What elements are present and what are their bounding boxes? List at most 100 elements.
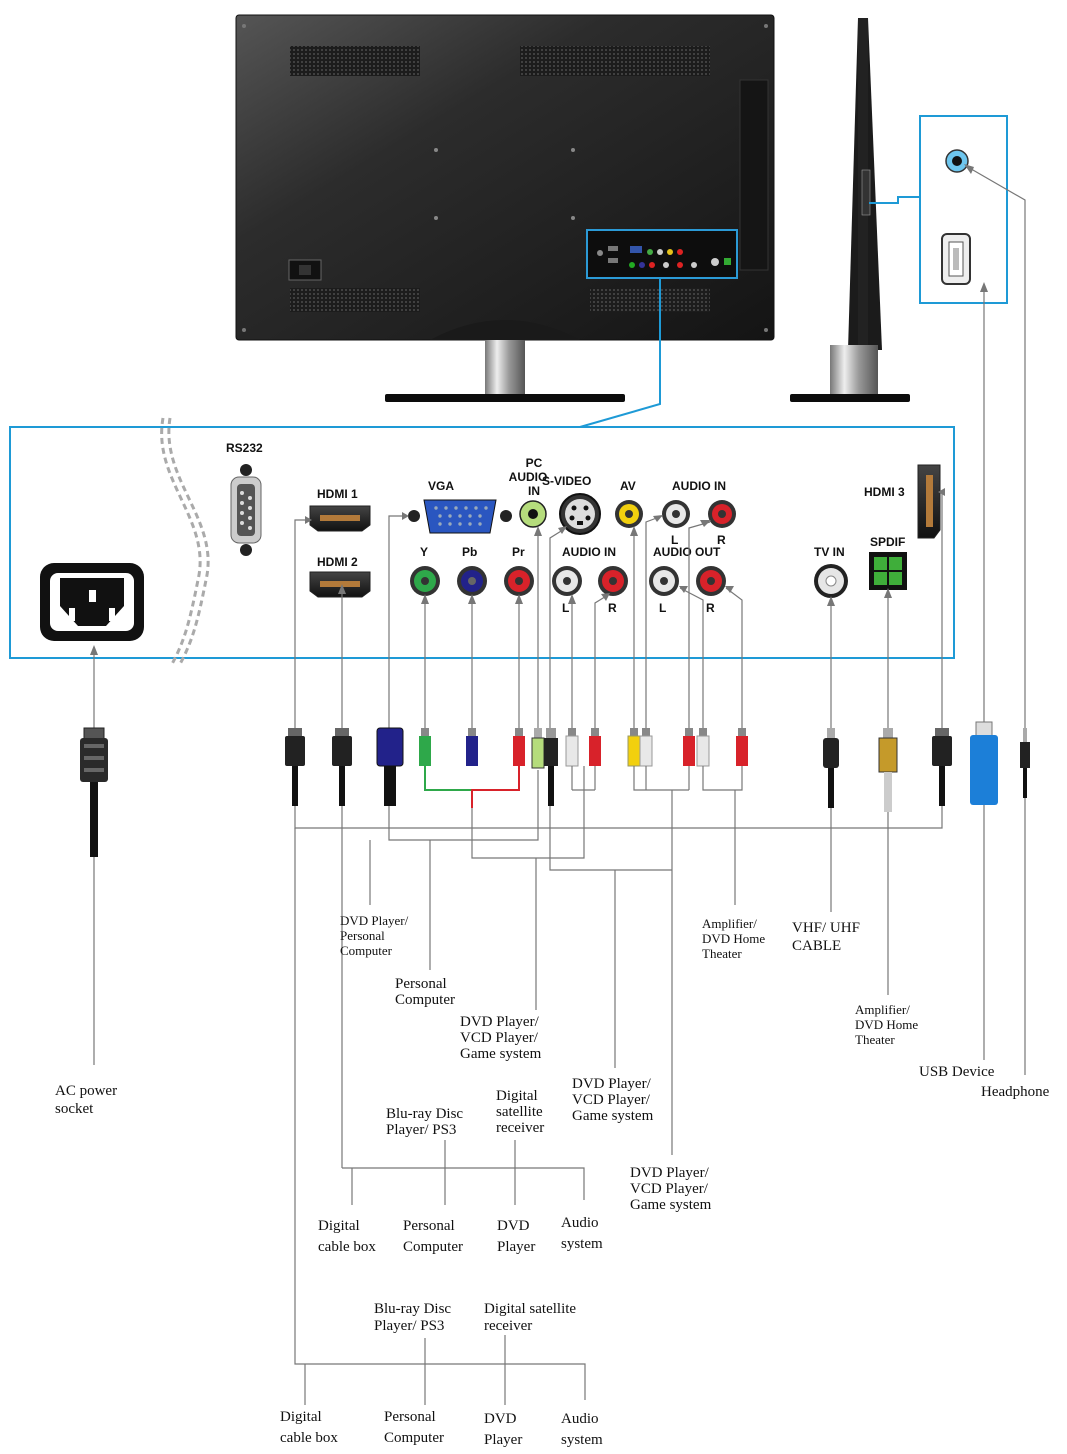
vhf-line-2: CABLE (792, 938, 841, 954)
audio-in-top-left-jack[interactable] (662, 500, 690, 528)
dvd-vcd-game-3-line-3: Game system (630, 1197, 712, 1213)
amp-1-line-1: Amplifier/ (702, 916, 757, 931)
amp-2-line-2: DVD Home (855, 1017, 918, 1032)
svideo-port[interactable] (559, 493, 601, 535)
tv-side-view (790, 18, 910, 402)
hdmi1-sat-2: receiver (484, 1318, 532, 1334)
vga-label: VGA (428, 479, 454, 493)
ac-power-label-1: AC power (55, 1083, 117, 1099)
y-jack[interactable] (410, 566, 440, 596)
hdmi1-audio-1: Audio (561, 1411, 599, 1427)
av-label: AV (620, 479, 636, 493)
usb-device-plug (970, 721, 998, 805)
pb-label: Pb (462, 545, 477, 559)
audio-out-l: L (659, 601, 666, 615)
audio-out-left-jack[interactable] (649, 566, 679, 596)
dvd-pc-label-3: Computer (340, 943, 393, 958)
spdif-port[interactable] (869, 552, 907, 590)
audio-out-right-jack[interactable] (696, 566, 726, 596)
av-video-jack[interactable] (615, 500, 643, 528)
pr-label: Pr (512, 545, 525, 559)
amp-1-line-3: Theater (702, 946, 742, 961)
vga-port[interactable] (408, 499, 512, 534)
headphone-label: Headphone (981, 1084, 1050, 1100)
audio-out-r: R (706, 601, 715, 615)
hdmi1-dvd-1: DVD (484, 1411, 517, 1427)
headphone-plug (1020, 728, 1030, 798)
audio-in-top-r: R (717, 533, 726, 547)
hdmi2-cablebox-1: Digital (318, 1218, 360, 1234)
ac-power-socket[interactable] (40, 563, 144, 641)
hdmi2-bluray-1: Blu-ray Disc (386, 1106, 463, 1122)
tv-rear-view (235, 14, 775, 402)
hdmi2-sat-3: receiver (496, 1120, 544, 1136)
hdmi1-dvd-2: Player (484, 1432, 522, 1448)
rs232-label: RS232 (226, 441, 263, 455)
ac-power-label-2: socket (55, 1101, 94, 1117)
pc-label-1: Personal (395, 976, 447, 992)
hdmi3-label: HDMI 3 (864, 485, 905, 499)
headphone-jack[interactable] (945, 149, 969, 173)
ac-plug (80, 727, 108, 857)
rear-panel-frame (9, 426, 955, 659)
dvd-vcd-game-1-line-3: Game system (460, 1046, 542, 1062)
hdmi2-dvd-2: Player (497, 1239, 535, 1255)
audio-in-top-l: L (671, 533, 678, 547)
hdmi1-cablebox-1: Digital (280, 1409, 322, 1425)
hdmi1-cablebox-2: cable box (280, 1430, 338, 1446)
hdmi2-dvd-1: DVD (497, 1218, 530, 1234)
hdmi2-bluray-2: Player/ PS3 (386, 1122, 456, 1138)
hdmi1-pc-2: Computer (384, 1430, 444, 1446)
svideo-label: S-VIDEO (542, 474, 591, 488)
tv-in-port[interactable] (814, 564, 848, 598)
hdmi2-label: HDMI 2 (317, 555, 358, 569)
hdmi1-audio-2: system (561, 1432, 603, 1448)
hdmi2-audio-2: system (561, 1236, 603, 1252)
audio-in-mid-right-jack[interactable] (598, 566, 628, 596)
amp-2-line-3: Theater (855, 1032, 895, 1047)
hdmi1-label: HDMI 1 (317, 487, 358, 501)
usb-port[interactable] (941, 233, 971, 285)
hdmi3-port[interactable] (917, 464, 941, 539)
pc-audio-in-label-2: AUDIO (509, 470, 548, 484)
rs232-port[interactable] (230, 464, 262, 556)
dvd-vcd-game-2-line-1: DVD Player/ (572, 1076, 652, 1092)
amp-1-line-2: DVD Home (702, 931, 765, 946)
audio-in-mid-l: L (562, 601, 569, 615)
dvd-vcd-game-3-line-1: DVD Player/ (630, 1165, 710, 1181)
dvd-vcd-game-2-line-3: Game system (572, 1108, 654, 1124)
hdmi1-port[interactable] (309, 505, 371, 532)
pc-audio-in-label-1: PC (526, 456, 543, 470)
hdmi2-audio-1: Audio (561, 1215, 599, 1231)
pc-audio-in-label-3: IN (528, 484, 540, 498)
hdmi1-bluray-2: Player/ PS3 (374, 1318, 444, 1334)
hdmi2-sat-2: satellite (496, 1104, 543, 1120)
audio-out-label: AUDIO OUT (653, 545, 721, 559)
amp-2-line-1: Amplifier/ (855, 1002, 910, 1017)
hdmi2-pc-1: Personal (403, 1218, 455, 1234)
hdmi2-cablebox-2: cable box (318, 1239, 376, 1255)
pc-audio-in-jack[interactable] (519, 500, 547, 528)
pr-jack[interactable] (504, 566, 534, 596)
spdif-label: SPDIF (870, 535, 905, 549)
dvd-vcd-game-1-line-2: VCD Player/ (460, 1030, 539, 1046)
audio-in-mid-label: AUDIO IN (562, 545, 616, 559)
y-label: Y (420, 545, 428, 559)
tv-in-label: TV IN (814, 545, 845, 559)
pb-jack[interactable] (457, 566, 487, 596)
hdmi2-pc-2: Computer (403, 1239, 463, 1255)
vhf-line-1: VHF/ UHF (792, 920, 860, 936)
hdmi1-pc-1: Personal (384, 1409, 436, 1425)
hdmi2-sat-1: Digital (496, 1088, 538, 1104)
dvd-vcd-game-2-line-2: VCD Player/ (572, 1092, 651, 1108)
pc-label-2: Computer (395, 992, 455, 1008)
dvd-vcd-game-3-line-2: VCD Player/ (630, 1181, 709, 1197)
audio-in-top-right-jack[interactable] (708, 500, 736, 528)
dvd-vcd-game-1-line-1: DVD Player/ (460, 1014, 540, 1030)
audio-in-mid-r: R (608, 601, 617, 615)
audio-in-mid-left-jack[interactable] (552, 566, 582, 596)
hdmi2-port[interactable] (309, 571, 371, 598)
dvd-pc-label-1: DVD Player/ (340, 913, 409, 928)
hdmi1-sat-1: Digital satellite (484, 1301, 576, 1317)
